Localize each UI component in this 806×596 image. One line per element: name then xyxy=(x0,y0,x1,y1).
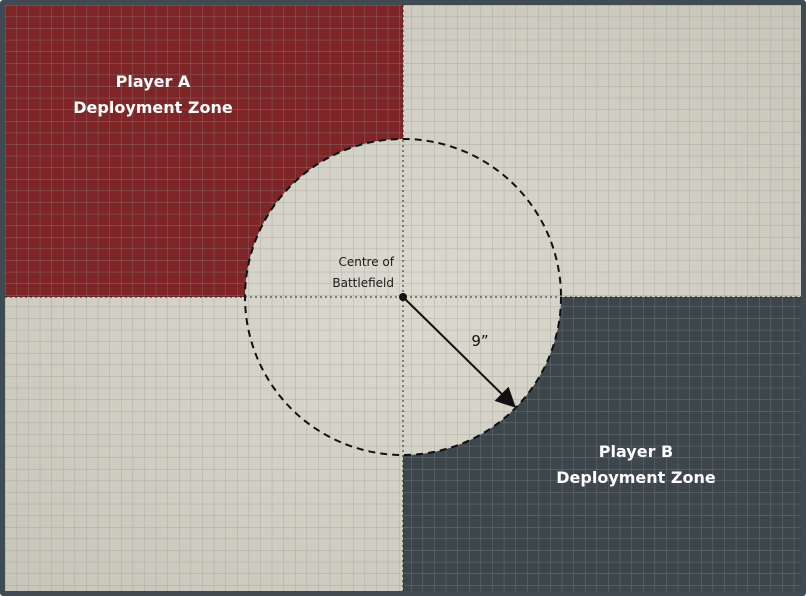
player-b-label-line2: Deployment Zone xyxy=(556,468,716,487)
player-a-label-line1: Player A xyxy=(116,72,191,91)
exclusion-circle xyxy=(244,138,562,456)
radius-arrow xyxy=(402,296,516,408)
centre-label-line2: Battlefield xyxy=(332,276,394,290)
centre-label-line1: Centre of xyxy=(338,255,394,269)
radius-label: 9” xyxy=(471,332,488,350)
player-a-label-line2: Deployment Zone xyxy=(73,98,233,117)
player-b-label-line1: Player B xyxy=(599,442,673,461)
